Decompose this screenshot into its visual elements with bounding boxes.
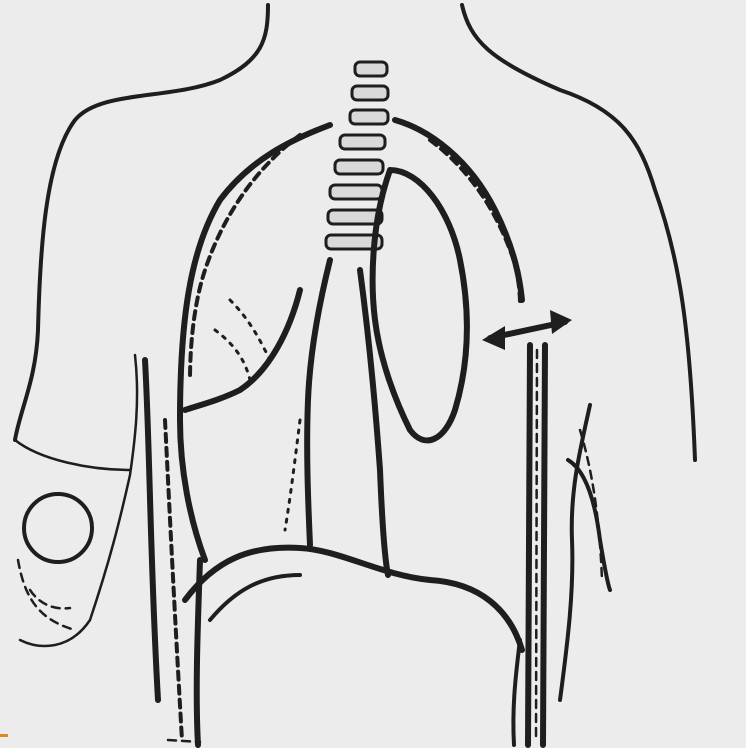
heart-dotted (285, 420, 300, 530)
diaphragm-inner (210, 575, 300, 620)
diaphragm-line (185, 548, 522, 650)
left-chest-wall-2 (165, 420, 182, 740)
right-neck-shoulder-outline (462, 5, 695, 460)
left-lung-lobe (373, 170, 467, 440)
right-lung-lobe-line (185, 290, 300, 410)
right-lower-stroke-3 (580, 430, 602, 580)
left-arm-lower-outline (15, 440, 130, 470)
right-drain-tube-center (536, 350, 537, 740)
left-chest-wall-3 (197, 560, 200, 745)
left-lung-outer (395, 120, 522, 300)
double-headed-arrow-icon (482, 310, 572, 350)
right-drain-tube-left (528, 345, 530, 745)
mediastinum-left (307, 260, 330, 545)
hand-fingers (18, 560, 75, 630)
left-lung-outer-dashed (430, 140, 520, 305)
right-drain-tube-right (543, 345, 545, 745)
bottom-curve-right (513, 640, 520, 745)
orange-corner-mark (0, 734, 8, 737)
hand-circle (24, 494, 92, 562)
left-neck-shoulder-outline (15, 5, 268, 440)
left-chest-wall-1 (145, 360, 158, 700)
